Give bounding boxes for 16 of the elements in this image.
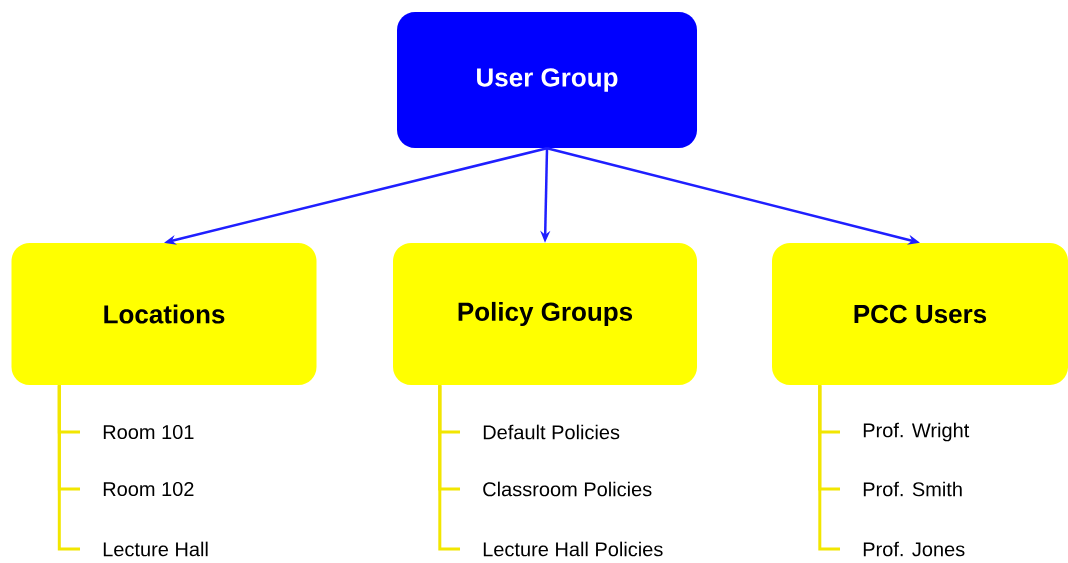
list-item: Prof. Smith [863,481,962,497]
group-box: PCC Users [772,243,1068,385]
group-box: User Group [397,12,697,148]
list-item: Classroom Policies [483,481,652,497]
tree-line [57,385,80,551]
list-item: Lecture Hall Policies [483,541,663,557]
group-box: Locations [11,243,317,385]
list-item: Lecture Hall [103,541,208,557]
list-item: Default Policies [483,424,620,440]
tree-line [438,385,460,551]
list-item: Prof. Wright [863,422,970,442]
list-item: Room 101 [103,424,194,440]
group-box: Policy Groups [393,243,697,385]
list-item: Room 102 [103,481,194,497]
tree-line [818,385,840,551]
list-item: Prof. Jones [863,541,965,557]
